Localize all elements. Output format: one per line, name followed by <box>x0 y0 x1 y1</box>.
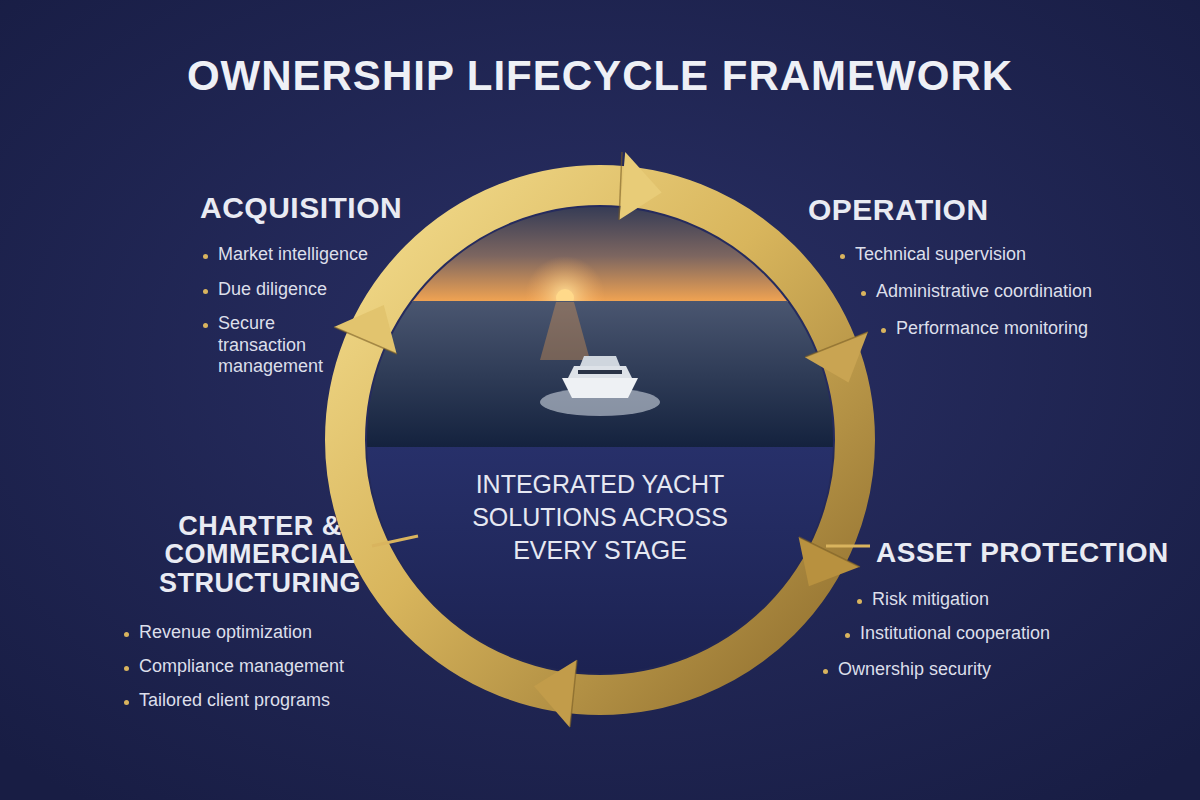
stage-bullet: Compliance management <box>139 656 399 678</box>
stage-heading: ASSET PROTECTION <box>876 536 1196 570</box>
bullet-dot <box>203 254 208 259</box>
bullet-dot <box>124 666 129 671</box>
stage-bullet: Technical supervision <box>855 244 1115 266</box>
stage-bullet: Administrative coordination <box>876 281 1136 303</box>
stage-bullet: Institutional cooperation <box>860 623 1120 645</box>
bullet-dot <box>840 254 845 259</box>
stage-bullet: Ownership security <box>838 659 1098 681</box>
diagram-title: OWNERSHIP LIFECYCLE FRAMEWORK <box>0 52 1200 100</box>
stage-bullet: Secure transaction management <box>218 313 343 378</box>
stage-bullet: Due diligence <box>218 279 448 301</box>
bullet-dot <box>203 289 208 294</box>
bullet-dot <box>881 328 886 333</box>
stage-bullet: Market intelligence <box>218 244 448 266</box>
bullet-dot <box>124 632 129 637</box>
stage-heading: ACQUISITION <box>200 190 480 226</box>
center-circle: INTEGRATED YACHT SOLUTIONS ACROSS EVERY … <box>370 210 830 670</box>
stage-bullet: Performance monitoring <box>896 318 1156 340</box>
stage-bullet: Risk mitigation <box>872 589 1132 611</box>
bullet-dot <box>861 291 866 296</box>
center-text: INTEGRATED YACHT SOLUTIONS ACROSS EVERY … <box>445 468 755 567</box>
bullet-dot <box>857 599 862 604</box>
stage-bullet: Revenue optimization <box>139 622 399 644</box>
bullet-dot <box>823 669 828 674</box>
stage-bullet: Tailored client programs <box>139 690 399 712</box>
stage-heading: OPERATION <box>808 192 1088 228</box>
bullet-dot <box>845 633 850 638</box>
bullet-dot <box>203 323 208 328</box>
stage-heading: CHARTER & COMMERCIAL STRUCTURING <box>146 512 374 597</box>
bullet-dot <box>124 700 129 705</box>
